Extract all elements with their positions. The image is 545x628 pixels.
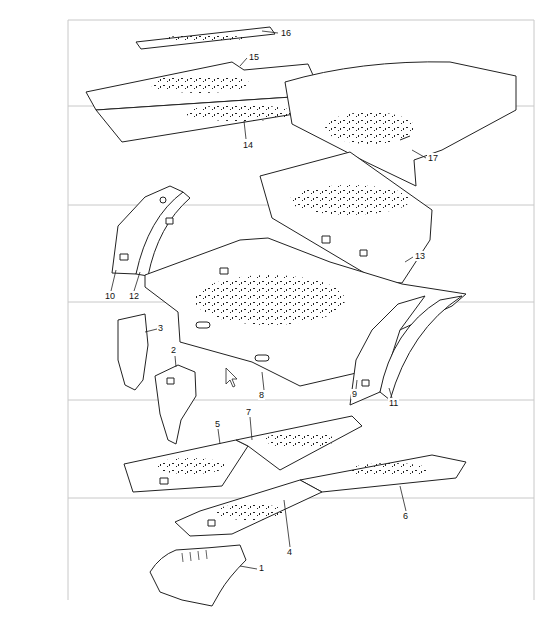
callout-number: 7 bbox=[245, 407, 252, 417]
callout-number: 17 bbox=[427, 153, 439, 163]
panel-outlines bbox=[86, 27, 516, 606]
callout-number: 8 bbox=[258, 390, 265, 400]
leader-lines bbox=[111, 31, 426, 569]
callout-number: 4 bbox=[286, 547, 293, 557]
callout-number: 1 bbox=[258, 563, 265, 573]
mouse-cursor bbox=[226, 368, 237, 387]
callout-number: 11 bbox=[388, 398, 399, 408]
frame-lines bbox=[68, 20, 534, 600]
callout-number: 10 bbox=[104, 291, 116, 301]
callout-number: 12 bbox=[128, 291, 140, 301]
callout-number: 14 bbox=[242, 140, 254, 150]
callout-number: 6 bbox=[402, 511, 409, 521]
callout-number: 9 bbox=[351, 389, 358, 399]
callout-number: 15 bbox=[248, 52, 260, 62]
callout-number: 3 bbox=[157, 323, 164, 333]
callout-number: 2 bbox=[170, 345, 177, 355]
callout-number: 16 bbox=[280, 28, 292, 38]
callout-number: 5 bbox=[214, 419, 221, 429]
callout-number: 13 bbox=[414, 251, 426, 261]
